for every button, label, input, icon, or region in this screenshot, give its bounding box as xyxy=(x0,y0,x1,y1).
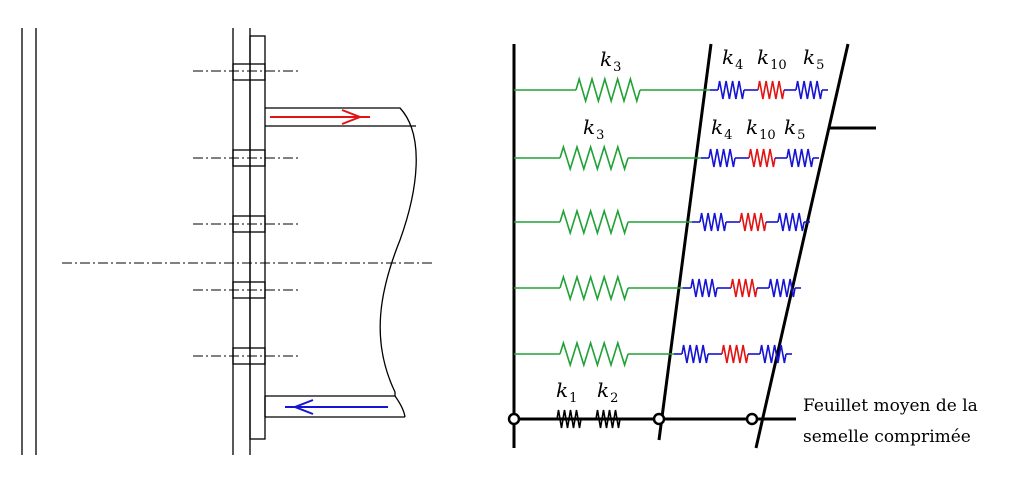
spring-k10-row-2 xyxy=(748,148,776,168)
joint-drawing xyxy=(21,28,417,455)
label-k4-row1: k4 xyxy=(722,45,743,73)
label-k2: k2 xyxy=(597,378,618,406)
rigid-bar-right xyxy=(754,43,850,449)
label-k1: k1 xyxy=(556,378,577,406)
spring-k3-row-4 xyxy=(559,274,629,302)
spring-k10-row-1 xyxy=(757,80,785,100)
beam-outline xyxy=(265,107,417,397)
spring-k10-row-3 xyxy=(739,212,767,232)
caption-line-2: semelle comprimée xyxy=(803,427,971,447)
spring-k5-row-4 xyxy=(768,278,796,298)
spring-k4-row-2 xyxy=(708,148,736,168)
hinge-middle xyxy=(652,412,666,426)
spring-k2 xyxy=(595,409,621,429)
rigid-bar-left xyxy=(657,43,713,441)
spring-model: k3 k4 k10 k5 k3 k4 k10 k5 k1 k2 xyxy=(507,43,876,449)
spring-k5-row-3 xyxy=(777,212,805,232)
caption-line-1: Feuillet moyen de la xyxy=(803,396,978,416)
spring-k10-row-5 xyxy=(721,344,749,364)
label-k4-row2: k4 xyxy=(711,115,732,143)
spring-k4-row-4 xyxy=(690,278,718,298)
spring-k4-row-3 xyxy=(699,212,727,232)
centerlines xyxy=(62,70,432,357)
label-k5-row2: k5 xyxy=(784,115,805,143)
spring-k5-row-5 xyxy=(759,344,787,364)
label-k3-row1: k3 xyxy=(600,47,621,75)
label-k3-row2: k3 xyxy=(583,115,604,143)
hinge-right xyxy=(745,412,759,426)
spring-k5-row-2 xyxy=(786,148,814,168)
spring-k1 xyxy=(556,409,582,429)
compression-arrow xyxy=(285,399,388,415)
spring-k3-row-2 xyxy=(559,144,629,172)
spring-k3-row-3 xyxy=(559,208,629,236)
hinge-left xyxy=(507,412,521,426)
bolt-row-1 xyxy=(232,63,266,81)
tension-arrow xyxy=(270,109,370,125)
spring-rows xyxy=(514,76,828,429)
beam-bottom-outline xyxy=(264,395,406,418)
spring-k4-row-5 xyxy=(681,344,709,364)
label-k10-row1: k10 xyxy=(757,45,787,73)
spring-k3-row-5 xyxy=(559,340,629,368)
spring-k4-row-1 xyxy=(717,80,745,100)
label-k5-row1: k5 xyxy=(803,45,824,73)
spring-k3-row-1 xyxy=(575,76,641,104)
end-plate xyxy=(249,35,266,440)
spring-k10-row-4 xyxy=(730,278,758,298)
spring-k5-row-1 xyxy=(795,80,823,100)
label-k10-row2: k10 xyxy=(746,115,776,143)
